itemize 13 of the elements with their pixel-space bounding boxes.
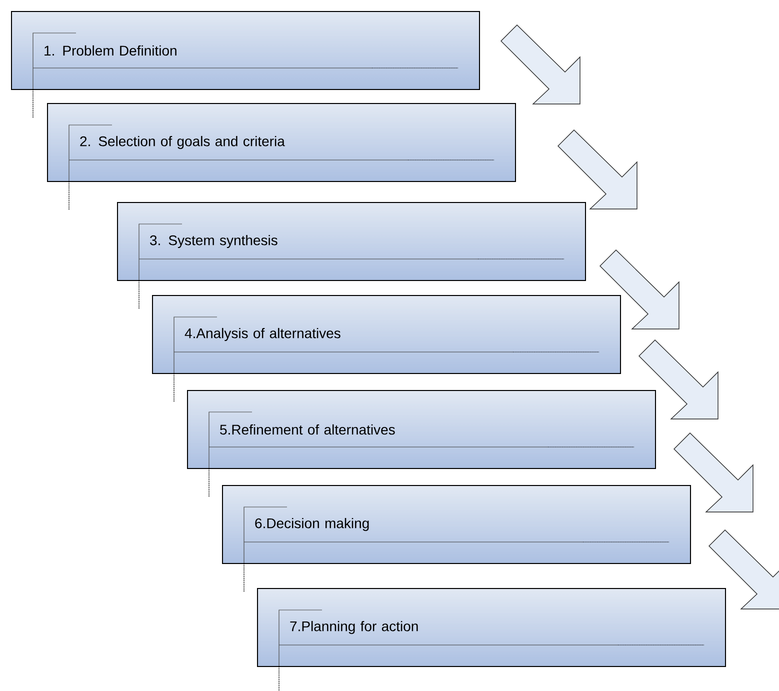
step-box: 4.Analysis of alternatives <box>152 295 621 374</box>
step-box: 3. System synthesis <box>117 202 586 281</box>
step-box: 7.Planning for action <box>257 588 726 667</box>
step-box: 6.Decision making <box>222 485 691 564</box>
step-box: 1. Problem Definition <box>11 11 480 90</box>
block-arrow <box>708 530 779 610</box>
step-box: 5.Refinement of alternatives <box>187 390 656 469</box>
block-arrow <box>638 340 718 420</box>
block-arrow <box>600 250 680 330</box>
block-arrow <box>674 432 754 512</box>
block-arrow <box>500 24 580 104</box>
block-arrow <box>558 130 638 210</box>
step-box: 2. Selection of goals and criteria <box>47 103 516 182</box>
